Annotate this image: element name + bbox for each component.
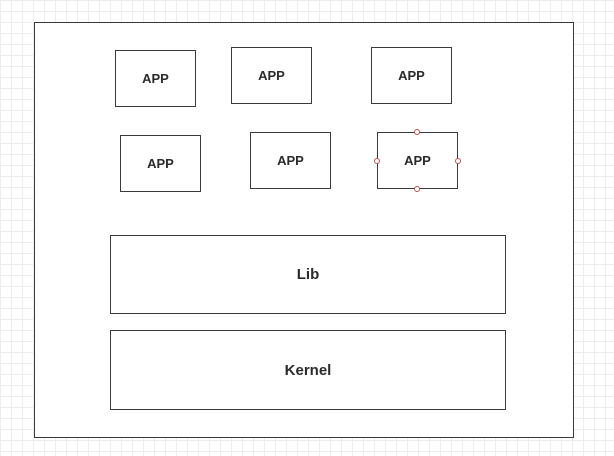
app-box-5[interactable]: APP [250, 132, 331, 189]
lib-label: Lib [296, 266, 320, 283]
selection-handle-top[interactable] [414, 129, 420, 135]
selection-handle-right[interactable] [455, 158, 461, 164]
app-label: APP [404, 153, 431, 168]
selection-handle-left[interactable] [374, 158, 380, 164]
lib-layer-box[interactable]: Lib [110, 235, 506, 314]
app-label: APP [258, 68, 285, 83]
app-label: APP [277, 153, 304, 168]
kernel-layer-box[interactable]: Kernel [110, 330, 506, 410]
app-label: APP [398, 68, 425, 83]
app-box-3[interactable]: APP [371, 47, 452, 104]
selection-handle-bottom[interactable] [414, 186, 420, 192]
app-box-1[interactable]: APP [115, 50, 196, 107]
app-label: APP [142, 71, 169, 86]
app-box-2[interactable]: APP [231, 47, 312, 104]
app-box-6-selected[interactable]: APP [377, 132, 458, 189]
app-box-4[interactable]: APP [120, 135, 201, 192]
kernel-label: Kernel [284, 361, 332, 379]
app-label: APP [147, 156, 174, 171]
